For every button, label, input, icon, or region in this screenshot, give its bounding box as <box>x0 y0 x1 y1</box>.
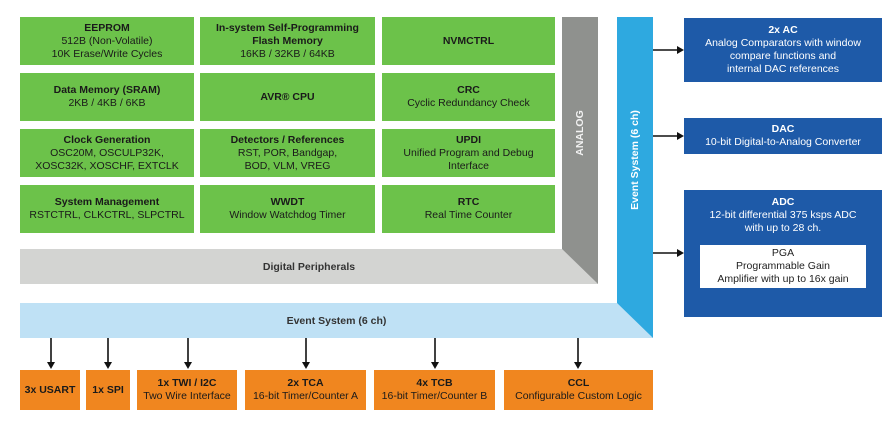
block-title: WWDT <box>270 196 305 208</box>
block-avr-cpu: AVR® CPU <box>200 73 375 121</box>
block-twi-i2c: 1x TWI / I2C Two Wire Interface <box>137 370 237 410</box>
block-title: In-system Self-Programming <box>216 21 359 34</box>
block-title: System Management <box>54 196 160 208</box>
block-line: Programmable Gain <box>736 260 830 272</box>
block-dac: DAC 10-bit Digital-to-Analog Converter <box>684 118 882 154</box>
block-rtc: RTC Real Time Counter <box>382 185 555 233</box>
block-subtitle: Two Wire Interface <box>143 390 231 402</box>
block-detectors-references: Detectors / References RST, POR, Bandgap… <box>200 129 375 177</box>
block-tcb: 4x TCB 16-bit Timer/Counter B <box>374 370 495 410</box>
block-title-2: Flash Memory <box>252 34 323 47</box>
block-eeprom: EEPROM 512B (Non-Volatile) 10K Erase/Wri… <box>20 17 194 65</box>
block-tca: 2x TCA 16-bit Timer/Counter A <box>245 370 366 410</box>
block-title: Detectors / References <box>230 133 345 146</box>
block-line: 2KB / 4KB / 6KB <box>68 97 146 109</box>
block-line: OSC20M, OSCULP32K, <box>50 146 164 159</box>
block-title: RTC <box>457 196 480 208</box>
block-title: PGA <box>771 247 795 259</box>
digital-peripherals-bar <box>20 249 598 284</box>
event-system-vertical-label: Event System (6 ch) <box>617 17 653 303</box>
block-title: EEPROM <box>84 21 130 34</box>
arrow-to-usart <box>47 338 55 369</box>
block-usart: 3x USART <box>20 370 80 410</box>
arrow-to-ccl <box>574 338 582 369</box>
block-line: 10K Erase/Write Cycles <box>51 47 163 60</box>
block-title: CCL <box>567 377 590 389</box>
block-line: with up to 28 ch. <box>744 222 822 234</box>
block-nvmctrl: NVMCTRL <box>382 17 555 65</box>
block-pga: PGA Programmable Gain Amplifier with up … <box>700 245 866 288</box>
block-subtitle: Configurable Custom Logic <box>515 390 642 402</box>
block-title: CRC <box>457 84 480 96</box>
event-system-vertical-text: Event System (6 ch) <box>629 110 642 210</box>
block-line: internal DAC references <box>726 63 840 75</box>
arrow-to-tcb <box>431 338 439 369</box>
block-line: BOD, VLM, VREG <box>244 159 331 172</box>
arrow-to-tca <box>302 338 310 369</box>
block-ccl: CCL Configurable Custom Logic <box>504 370 653 410</box>
block-line: RST, POR, Bandgap, <box>237 146 338 159</box>
block-title: Clock Generation <box>63 133 151 146</box>
block-ac: 2x AC Analog Comparators with window com… <box>684 18 882 82</box>
block-updi: UPDI Unified Program and Debug Interface <box>382 129 555 177</box>
block-title: NVMCTRL <box>442 34 495 47</box>
block-line: Amplifier with up to 16x gain <box>717 273 849 285</box>
block-line: Cyclic Redundancy Check <box>407 97 530 109</box>
block-title: ADC <box>771 196 795 208</box>
block-title: UPDI <box>455 133 482 146</box>
block-spi: 1x SPI <box>86 370 130 410</box>
block-title: AVR® CPU <box>260 90 315 103</box>
block-line: RSTCTRL, CLKCTRL, SLPCTRL <box>29 209 185 221</box>
block-flash-memory: In-system Self-Programming Flash Memory … <box>200 17 375 65</box>
block-title: 2x TCA <box>287 377 324 389</box>
arrow-to-ac <box>653 46 684 54</box>
analog-label-text: ANALOG <box>574 110 586 156</box>
event-system-horizontal-label: Event System (6 ch) <box>286 314 387 327</box>
block-title: DAC <box>771 123 795 135</box>
block-line: compare functions and <box>729 50 837 62</box>
event-system-vertical-bar <box>617 17 653 338</box>
block-line: Real Time Counter <box>424 209 513 221</box>
block-title: 1x TWI / I2C <box>157 377 217 389</box>
event-system-horizontal-bar <box>20 303 653 338</box>
block-title: 3x USART <box>24 383 76 396</box>
block-line: 12-bit differential 375 ksps ADC <box>709 209 857 221</box>
block-sram: Data Memory (SRAM) 2KB / 4KB / 6KB <box>20 73 194 121</box>
block-title: Data Memory (SRAM) <box>53 84 161 96</box>
block-line: 16KB / 32KB / 64KB <box>240 47 335 60</box>
analog-label: ANALOG <box>562 17 598 249</box>
arrow-to-twi <box>184 338 192 369</box>
block-clock-generation: Clock Generation OSC20M, OSCULP32K, XOSC… <box>20 129 194 177</box>
block-title: 1x SPI <box>92 383 124 396</box>
arrow-to-adc <box>653 249 684 257</box>
block-wwdt: WWDT Window Watchdog Timer <box>200 185 375 233</box>
block-title: 2x AC <box>768 24 798 36</box>
block-system-management: System Management RSTCTRL, CLKCTRL, SLPC… <box>20 185 194 233</box>
block-line: Unified Program and Debug <box>403 146 534 159</box>
block-line: Analog Comparators with window <box>705 37 861 49</box>
arrow-to-spi <box>104 338 112 369</box>
block-subtitle: 16-bit Timer/Counter B <box>381 390 488 402</box>
block-line: 512B (Non-Volatile) <box>61 34 153 47</box>
arrow-to-dac <box>653 132 684 140</box>
block-line: 10-bit Digital-to-Analog Converter <box>705 136 861 148</box>
block-line: XOSC32K, XOSCHF, EXTCLK <box>35 159 179 172</box>
analog-bar <box>562 17 598 284</box>
block-line: Window Watchdog Timer <box>229 209 346 221</box>
block-title: 4x TCB <box>416 377 453 389</box>
block-crc: CRC Cyclic Redundancy Check <box>382 73 555 121</box>
digital-peripherals-label: Digital Peripherals <box>262 260 356 273</box>
block-subtitle: 16-bit Timer/Counter A <box>252 390 359 402</box>
block-line: Interface <box>448 159 489 172</box>
